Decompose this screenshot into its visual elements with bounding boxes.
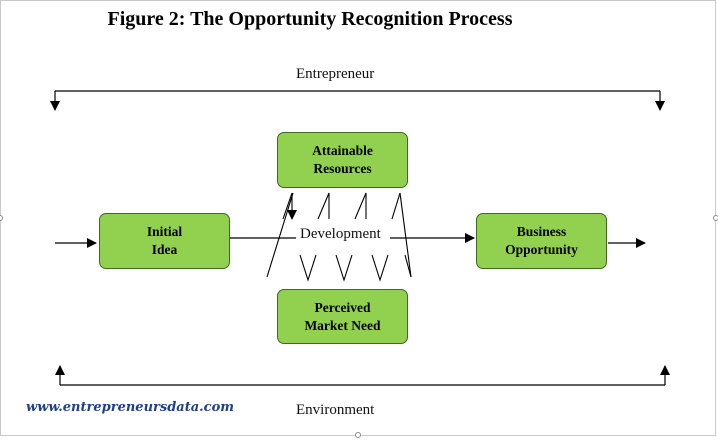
perceived-market-need-box[interactable]: Perceived Market Need [277,289,408,344]
resize-handle-right[interactable] [713,215,718,221]
perceived-market-need-label: Perceived Market Need [304,299,381,333]
business-opportunity-box[interactable]: Business Opportunity [476,213,607,269]
entrepreneur-label: Entrepreneur [296,66,375,82]
resize-handle-left[interactable] [0,215,3,221]
environment-label: Environment [296,402,375,418]
resize-handle-bottom[interactable] [355,432,361,438]
watermark-url[interactable]: www.entrepreneursdata.com [26,400,234,415]
development-zigzag [266,192,412,282]
entrepreneur-bracket [50,90,665,111]
initial-idea-box[interactable]: Initial Idea [99,213,230,269]
environment-bracket [55,365,670,386]
business-opportunity-label: Business Opportunity [505,224,578,257]
initial-idea-label: Initial Idea [146,224,183,257]
development-label: Development [298,226,383,243]
attainable-resources-label: Attainable Resources [312,143,373,176]
attainable-resources-box[interactable]: Attainable Resources [277,132,408,188]
figure-title: Figure 2: The Opportunity Recognition Pr… [107,8,513,30]
